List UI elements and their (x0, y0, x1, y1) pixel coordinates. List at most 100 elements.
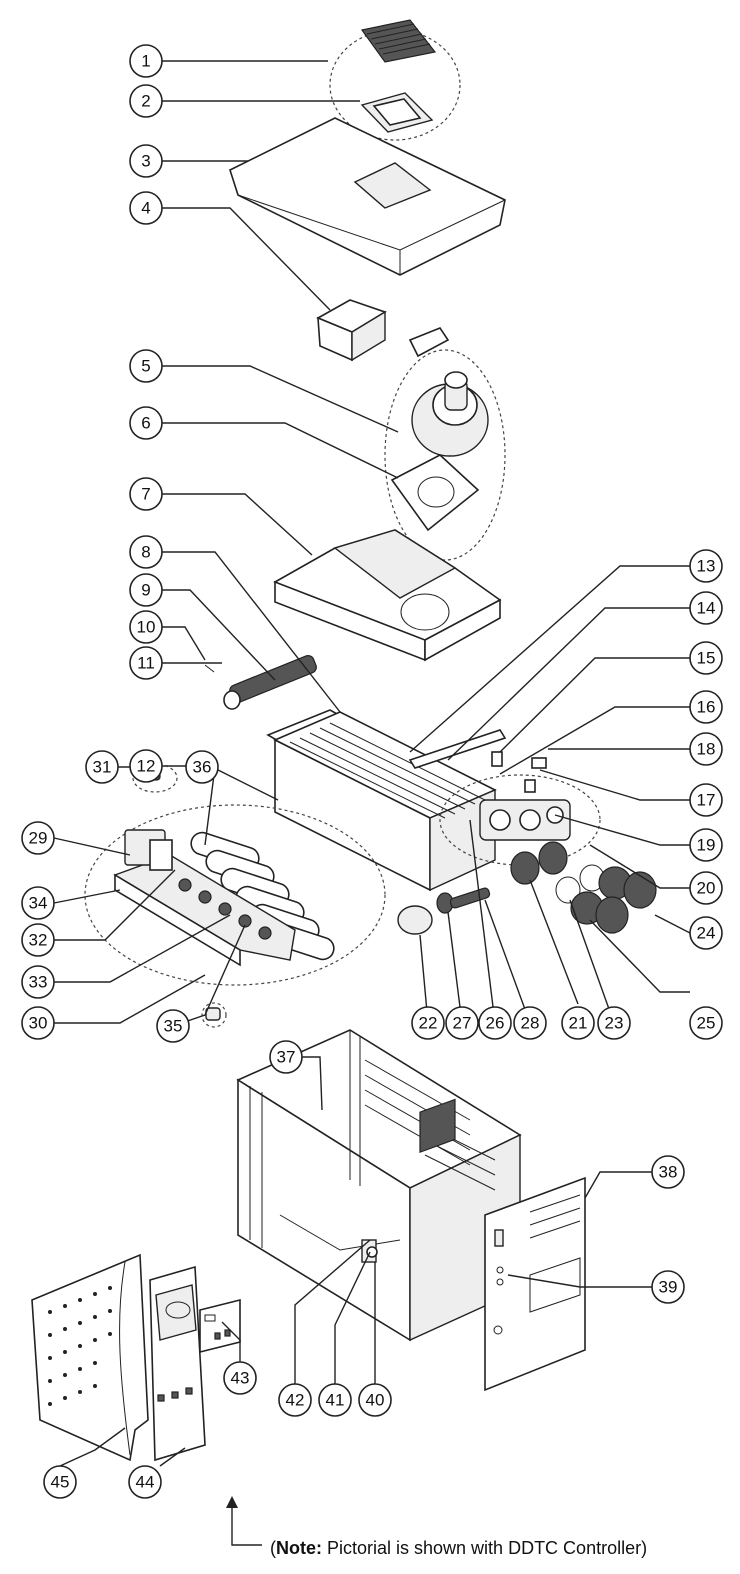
group-outline-19-21 (439, 774, 601, 866)
callout-31: 31 (85, 750, 119, 784)
top-grille (360, 19, 437, 63)
burner-tray (223, 655, 317, 710)
note-arrow (231, 1505, 262, 1546)
leader-lines (53, 60, 691, 1467)
callout-11: 11 (129, 646, 163, 680)
arrow-head-icon (226, 1496, 238, 1508)
callout-44: 44 (128, 1465, 162, 1499)
svg-text:17: 17 (697, 791, 716, 810)
svg-text:13: 13 (697, 557, 716, 576)
callout-12: 12 (129, 749, 163, 783)
svg-text:25: 25 (697, 1014, 716, 1033)
svg-text:11: 11 (137, 654, 155, 673)
controller-panel (199, 1298, 241, 1354)
svg-text:16: 16 (697, 698, 716, 717)
svg-text:43: 43 (231, 1369, 250, 1388)
svg-text:19: 19 (697, 836, 716, 855)
callout-2: 2 (129, 84, 163, 118)
callout-1: 1 (129, 44, 163, 78)
callout-5: 5 (129, 349, 163, 383)
svg-text:40: 40 (366, 1391, 385, 1410)
callout-22: 22 (411, 1006, 445, 1040)
group-outline-5-6 (384, 349, 506, 561)
svg-text:32: 32 (29, 931, 48, 950)
svg-text:37: 37 (277, 1048, 296, 1067)
svg-text:7: 7 (141, 485, 150, 504)
svg-text:1: 1 (141, 52, 150, 71)
callout-10: 10 (129, 610, 163, 644)
top-cover (229, 117, 506, 276)
svg-text:3: 3 (141, 152, 150, 171)
cabinet-frame (236, 1029, 522, 1342)
svg-text:20: 20 (697, 879, 716, 898)
footnote-label: Note: (276, 1538, 322, 1558)
svg-text:5: 5 (141, 357, 150, 376)
callout-41: 41 (318, 1383, 352, 1417)
callout-21: 21 (561, 1006, 595, 1040)
svg-text:4: 4 (141, 199, 150, 218)
union-fittings (510, 841, 657, 934)
heat-exchanger (273, 711, 507, 892)
svg-text:10: 10 (137, 618, 156, 637)
svg-text:39: 39 (659, 1278, 678, 1297)
callout-27: 27 (445, 1006, 479, 1040)
front-door (149, 1265, 206, 1462)
group-outline-burners (84, 804, 386, 986)
callout-35: 35 (156, 1009, 190, 1043)
svg-text:36: 36 (193, 758, 212, 777)
callout-29: 29 (21, 821, 55, 855)
svg-text:24: 24 (697, 924, 716, 943)
callout-19: 19 (689, 828, 723, 862)
callout-33: 33 (21, 965, 55, 999)
svg-text:41: 41 (326, 1391, 345, 1410)
callout-36: 36 (185, 750, 219, 784)
gas-valve-manifold (113, 829, 296, 967)
footnote-open: ( (270, 1538, 276, 1558)
svg-text:31: 31 (93, 758, 112, 777)
callout-28: 28 (513, 1006, 547, 1040)
callout-3: 3 (129, 144, 163, 178)
svg-text:6: 6 (141, 414, 150, 433)
footnote-text: Pictorial is shown with DDTC Controller) (322, 1538, 648, 1558)
perforated-cover (31, 1253, 149, 1462)
side-panel (484, 1176, 586, 1392)
svg-text:28: 28 (521, 1014, 540, 1033)
svg-text:26: 26 (486, 1014, 505, 1033)
callout-30: 30 (21, 1006, 55, 1040)
callout-8: 8 (129, 535, 163, 569)
callout-16: 16 (689, 690, 723, 724)
mounting-plate (390, 454, 480, 532)
callout-23: 23 (597, 1006, 631, 1040)
callout-6: 6 (129, 406, 163, 440)
callout-18: 18 (689, 732, 723, 766)
callout-32: 32 (21, 923, 55, 957)
svg-text:34: 34 (29, 894, 48, 913)
callout-9: 9 (129, 573, 163, 607)
callout-39: 39 (651, 1270, 685, 1304)
svg-text:42: 42 (286, 1391, 305, 1410)
svg-text:27: 27 (453, 1014, 472, 1033)
callout-38: 38 (651, 1155, 685, 1189)
svg-text:35: 35 (164, 1017, 183, 1036)
callout-34: 34 (21, 886, 55, 920)
callout-15: 15 (689, 641, 723, 675)
callout-7: 7 (129, 477, 163, 511)
blower-assembly (411, 371, 489, 457)
callout-26: 26 (478, 1006, 512, 1040)
svg-text:29: 29 (29, 829, 48, 848)
callout-37: 37 (269, 1040, 303, 1074)
svg-text:30: 30 (29, 1014, 48, 1033)
svg-text:22: 22 (419, 1014, 438, 1033)
callout-43: 43 (223, 1361, 257, 1395)
callout-45: 45 (43, 1465, 77, 1499)
flue-hood (273, 529, 502, 662)
group-outline-35 (201, 1002, 227, 1028)
svg-text:14: 14 (697, 599, 716, 618)
burner-tubes (190, 831, 335, 961)
callout-24: 24 (689, 916, 723, 950)
flue-box (316, 299, 450, 362)
callout-40: 40 (358, 1383, 392, 1417)
callout-14: 14 (689, 591, 723, 625)
svg-text:23: 23 (605, 1014, 624, 1033)
